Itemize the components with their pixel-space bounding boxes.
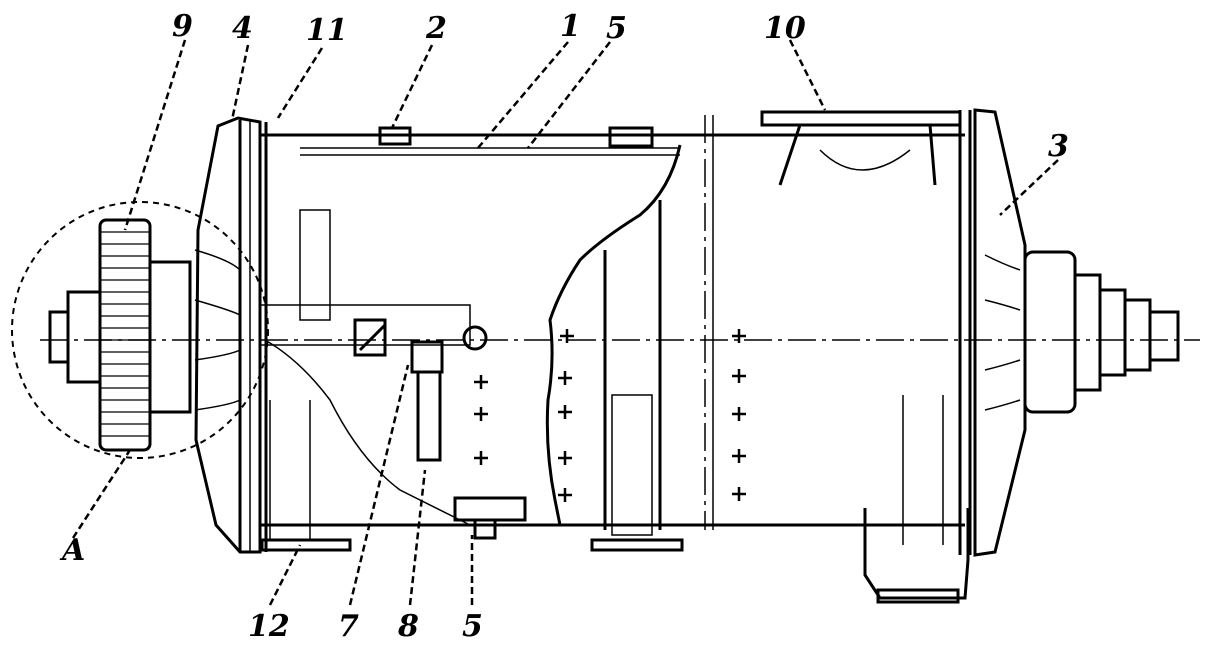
partition-plates: [603, 115, 714, 536]
drive-gear: [48, 218, 192, 452]
callout-8: 8: [397, 609, 419, 644]
callout-1: 1: [560, 9, 581, 44]
right-end-head: [973, 108, 1027, 557]
callouts: 9 4 11 2 1 5 10 3 A 12 7 8 5: [59, 9, 1069, 644]
callout-7: 7: [338, 609, 359, 644]
callout-9: 9: [172, 9, 193, 44]
left-end-head: [194, 116, 262, 554]
callout-3: 3: [1048, 129, 1069, 164]
callout-10: 10: [764, 11, 806, 46]
top-inlet: [760, 110, 962, 186]
callout-a: A: [59, 533, 85, 568]
callout-4: 4: [232, 11, 253, 46]
callout-2: 2: [425, 11, 447, 46]
callout-5-top: 5: [606, 11, 627, 46]
cross-markers: [474, 329, 746, 502]
detail-circle-a: [11, 201, 269, 459]
cutaway-edge: [264, 144, 682, 526]
right-shaft-bearing: [1023, 250, 1180, 414]
callout-12: 12: [248, 609, 290, 644]
callout-11: 11: [306, 13, 348, 48]
leader-lines: [71, 39, 1059, 606]
callout-5-bottom: 5: [462, 609, 483, 644]
bottom-outlet: [453, 496, 527, 540]
main-shell: [260, 110, 972, 555]
support-feet: [260, 395, 970, 604]
internal-mechanism: [259, 209, 488, 462]
